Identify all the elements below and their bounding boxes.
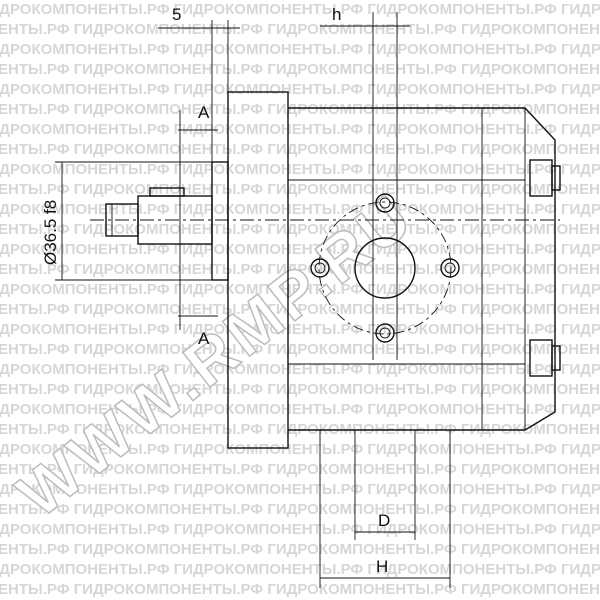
watermark-row: ГИДРОКОМПОНЕНТЫ.РФ ГИДРОКОМПОНЕНТЫ.РФ ГИ… (0, 141, 600, 158)
watermark-row: ГИДРОКОМПОНЕНТЫ.РФ ГИДРОКОМПОНЕНТЫ.РФ ГИ… (0, 361, 600, 378)
dim-shaft-diameter: Ø36.5 f8 (41, 200, 60, 265)
watermark-row: ГИДРОКОМПОНЕНТЫ.РФ ГИДРОКОМПОНЕНТЫ.РФ ГИ… (0, 201, 600, 218)
dim-port-small: D (378, 511, 390, 530)
watermark-row: ГИДРОКОМПОНЕНТЫ.РФ ГИДРОКОМПОНЕНТЫ.РФ ГИ… (0, 281, 600, 298)
watermark-row: ГИДРОКОМПОНЕНТЫ.РФ ГИДРОКОМПОНЕНТЫ.РФ ГИ… (0, 501, 600, 518)
shaft-key (149, 187, 185, 197)
watermark-row: ГИДРОКОМПОНЕНТЫ.РФ ГИДРОКОМПОНЕНТЫ.РФ ГИ… (0, 381, 600, 398)
watermark-row: ГИДРОКОМПОНЕНТЫ.РФ ГИДРОКОМПОНЕНТЫ.РФ ГИ… (0, 581, 600, 598)
watermark-row: ГИДРОКОМПОНЕНТЫ.РФ ГИДРОКОМПОНЕНТЫ.РФ ГИ… (0, 1, 600, 18)
bolt-circle (318, 201, 452, 335)
dim-flange-offset: 5 (172, 5, 181, 24)
end-cover-bolts (529, 159, 561, 377)
watermark-row: ГИДРОКОМПОНЕНТЫ.РФ ГИДРОКОМПОНЕНТЫ.РФ ГИ… (0, 241, 600, 258)
watermark-row: ГИДРОКОМПОНЕНТЫ.РФ ГИДРОКОМПОНЕНТЫ.РФ ГИ… (0, 321, 600, 338)
watermark-row: ГИДРОКОМПОНЕНТЫ.РФ ГИДРОКОМПОНЕНТЫ.РФ ГИ… (0, 541, 600, 558)
bolt-hole-left (310, 258, 330, 278)
watermark-row: ГИДРОКОМПОНЕНТЫ.РФ ГИДРОКОМПОНЕНТЫ.РФ ГИ… (0, 161, 600, 178)
watermark-row: ГИДРОКОМПОНЕНТЫ.РФ ГИДРОКОМПОНЕНТЫ.РФ ГИ… (0, 261, 600, 278)
shaft-thread (105, 203, 139, 237)
watermark-row: ГИДРОКОМПОНЕНТЫ.РФ ГИДРОКОМПОНЕНТЫ.РФ ГИ… (0, 301, 600, 318)
watermark-row: ГИДРОКОМПОНЕНТЫ.РФ ГИДРОКОМПОНЕНТЫ.РФ ГИ… (0, 61, 600, 78)
watermark-row: ГИДРОКОМПОНЕНТЫ.РФ ГИДРОКОМПОНЕНТЫ.РФ ГИ… (0, 181, 600, 198)
watermark-row: ГИДРОКОМПОНЕНТЫ.РФ ГИДРОКОМПОНЕНТЫ.РФ ГИ… (0, 341, 600, 358)
dim-port-offset: h (332, 5, 341, 24)
pump-housing (90, 91, 560, 449)
dim-section-top: A (198, 103, 210, 122)
watermark-row: ГИДРОКОМПОНЕНТЫ.РФ ГИДРОКОМПОНЕНТЫ.РФ ГИ… (0, 221, 600, 238)
watermark-row: ГИДРОКОМПОНЕНТЫ.РФ ГИДРОКОМПОНЕНТЫ.РФ ГИ… (0, 101, 600, 118)
dimension-lines (55, 12, 451, 588)
watermark-row: ГИДРОКОМПОНЕНТЫ.РФ ГИДРОКОМПОНЕНТЫ.РФ ГИ… (0, 81, 600, 98)
watermark-row: ГИДРОКОМПОНЕНТЫ.РФ ГИДРОКОМПОНЕНТЫ.РФ ГИ… (0, 41, 600, 58)
watermark-row: ГИДРОКОМПОНЕНТЫ.РФ ГИДРОКОМПОНЕНТЫ.РФ ГИ… (0, 21, 600, 38)
pump-body (288, 107, 556, 431)
dim-port-large: H (376, 557, 388, 576)
port-face (310, 193, 460, 343)
dim-section-bottom: A (198, 329, 210, 348)
bolt-hole-bottom (375, 323, 395, 343)
watermark-row: ГИДРОКОМПОНЕНТЫ.РФ ГИДРОКОМПОНЕНТЫ.РФ ГИ… (0, 561, 600, 578)
watermark-row: ГИДРОКОМПОНЕНТЫ.РФ ГИДРОКОМПОНЕНТЫ.РФ ГИ… (0, 121, 600, 138)
bolt-hole-right (440, 258, 460, 278)
port-opening (354, 237, 416, 299)
watermark-row: ГИДРОКОМПОНЕНТЫ.РФ ГИДРОКОМПОНЕНТЫ.РФ ГИ… (0, 521, 600, 538)
bolt-hole-top (375, 193, 395, 213)
watermark-row: ГИДРОКОМПОНЕНТЫ.РФ ГИДРОКОМПОНЕНТЫ.РФ ГИ… (0, 401, 600, 418)
